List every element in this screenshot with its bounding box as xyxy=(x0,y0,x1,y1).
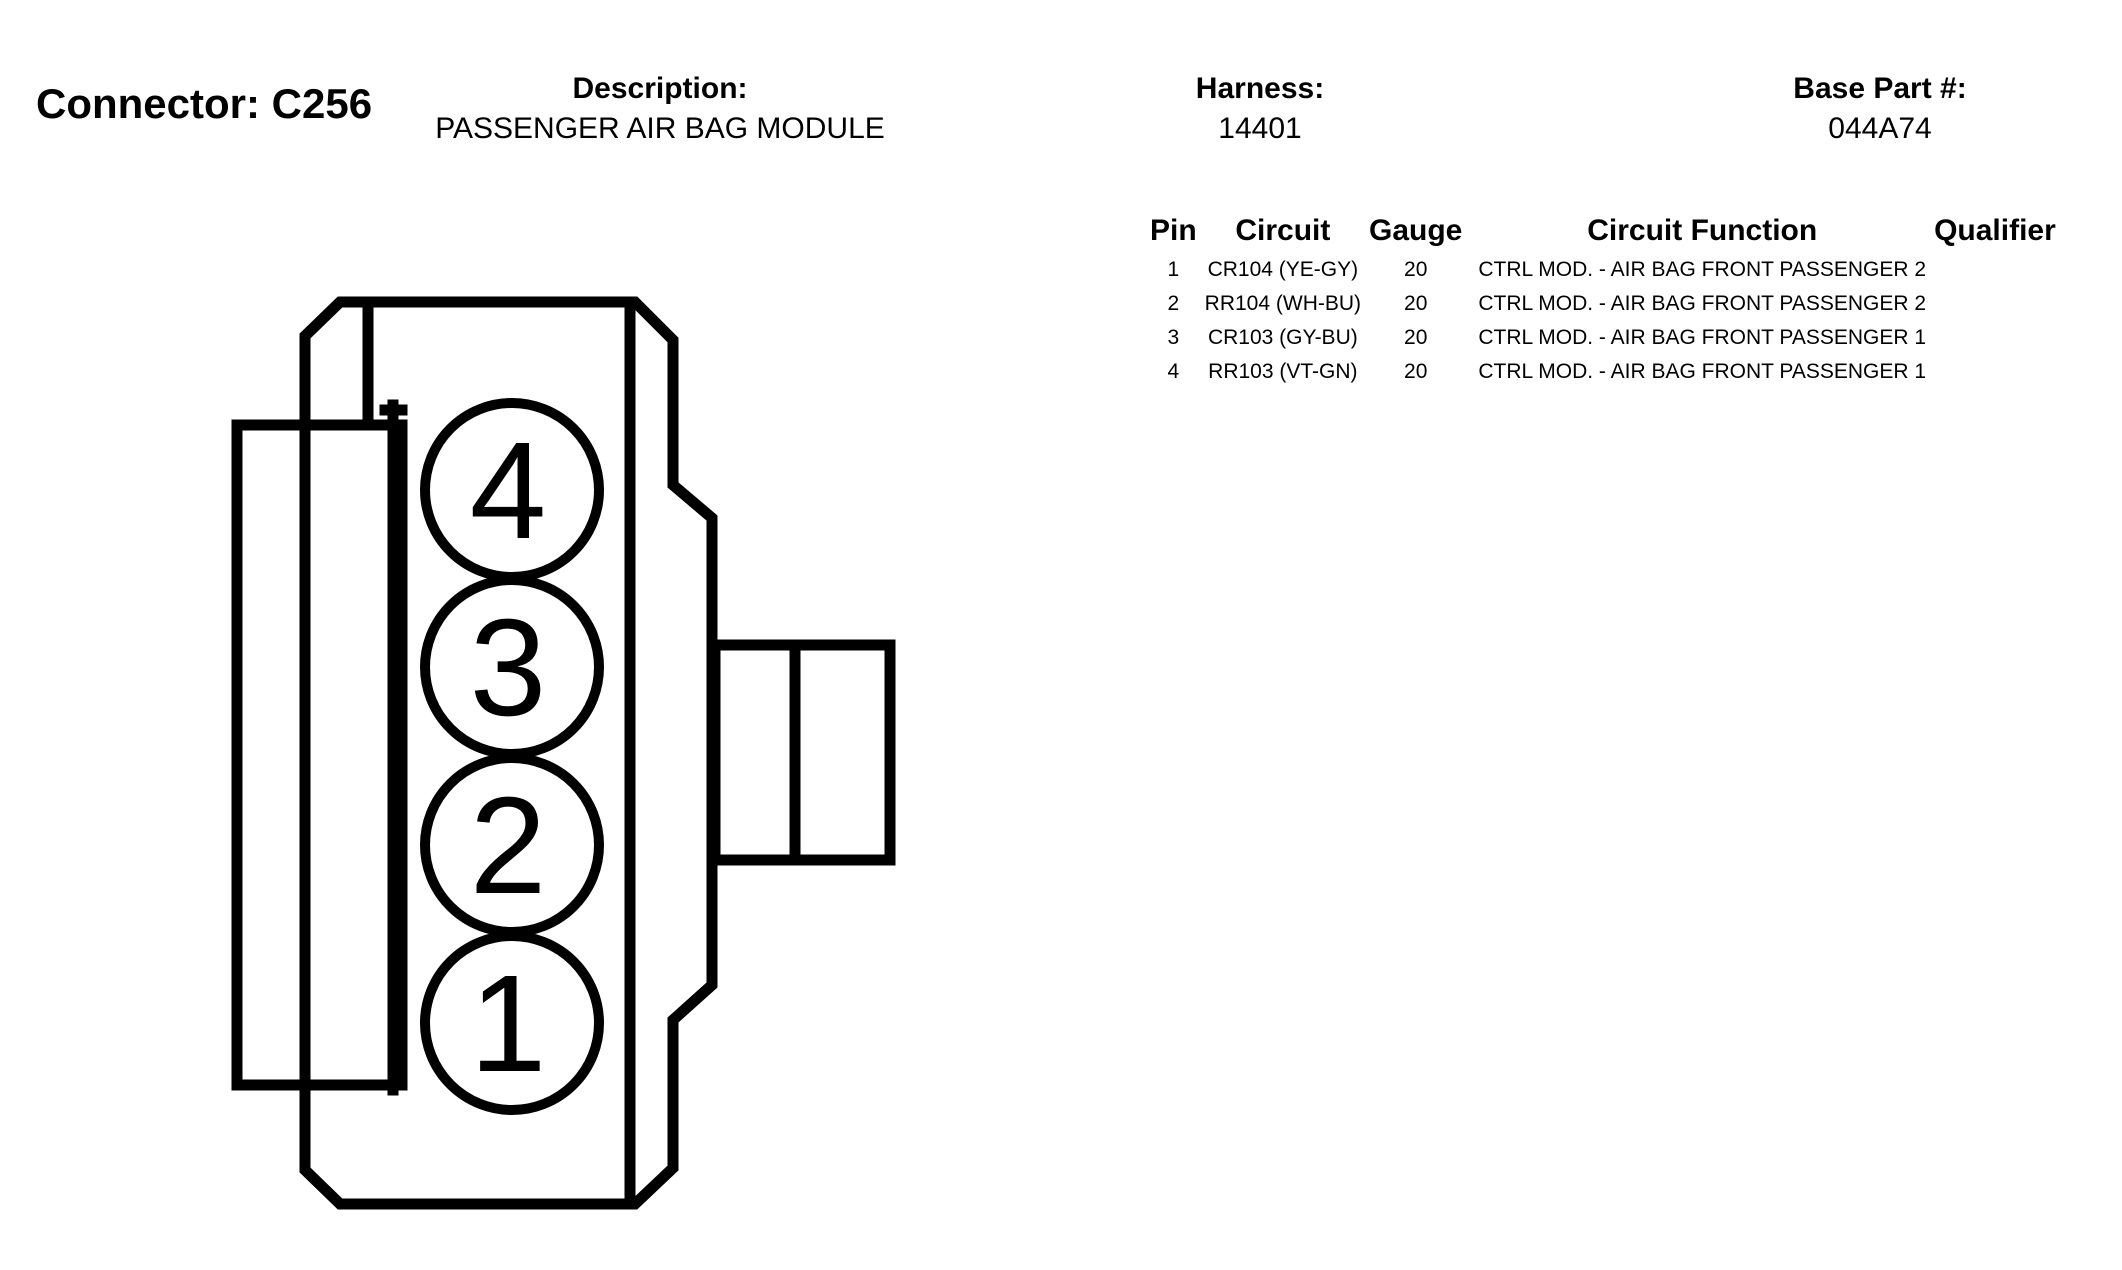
gauge-cell: 20 xyxy=(1404,292,1428,315)
table-row: 2 RR104 (WH-BU) 20 CTRL MOD. - AIR BAG F… xyxy=(1146,287,2060,321)
table-row: 3 CR103 (GY-BU) 20 CTRL MOD. - AIR BAG F… xyxy=(1146,321,2060,355)
description-label: Description: xyxy=(572,72,748,105)
connector-body-outline xyxy=(299,296,718,1210)
col-header-gauge: Gauge xyxy=(1369,214,1463,247)
pin-table: Pin Circuit Gauge Circuit Function Quali… xyxy=(1146,214,2060,389)
pin-cell: 3 xyxy=(1167,326,1180,349)
gauge-cell: 20 xyxy=(1404,360,1428,383)
pin-number-label: 2 xyxy=(470,769,547,923)
function-cell: CTRL MOD. - AIR BAG FRONT PASSENGER 1 xyxy=(1478,360,1927,383)
col-header-pin: Pin xyxy=(1150,214,1197,247)
pin-cell: 2 xyxy=(1167,292,1180,315)
base-part-block: Base Part #: 044A74 xyxy=(1740,74,2020,144)
pin-number-label: 3 xyxy=(470,591,547,745)
pin-cavity-1 xyxy=(420,931,604,1115)
harness-label: Harness: xyxy=(1195,72,1325,105)
col-header-qualifier: Qualifier xyxy=(1934,214,2056,247)
table-row: 4 RR103 (VT-GN) 20 CTRL MOD. - AIR BAG F… xyxy=(1146,355,2060,389)
function-cell: CTRL MOD. - AIR BAG FRONT PASSENGER 2 xyxy=(1478,258,1927,281)
pin-number-label: 1 xyxy=(470,947,547,1101)
right-key-outer xyxy=(709,639,896,866)
function-cell: CTRL MOD. - AIR BAG FRONT PASSENGER 1 xyxy=(1478,326,1927,349)
description-value: PASSENGER AIR BAG MODULE xyxy=(435,112,885,145)
pin-number-label: 4 xyxy=(470,414,547,568)
harness-value: 14401 xyxy=(1218,112,1302,145)
circuit-cell: CR103 (GY-BU) xyxy=(1207,326,1358,349)
left-lock-outer xyxy=(231,419,408,1091)
pin-cell: 1 xyxy=(1167,258,1180,281)
harness-block: Harness: 14401 xyxy=(1160,74,1360,144)
circuit-cell: RR104 (WH-BU) xyxy=(1204,292,1362,315)
pin-cell: 4 xyxy=(1167,360,1180,383)
col-header-circuit: Circuit xyxy=(1235,214,1331,247)
circuit-cell: RR103 (VT-GN) xyxy=(1208,360,1358,383)
table-row: 1 CR104 (YE-GY) 20 CTRL MOD. - AIR BAG F… xyxy=(1146,253,2060,287)
pin-table-header-row: Pin Circuit Gauge Circuit Function Quali… xyxy=(1146,214,2060,253)
description-block: Description: PASSENGER AIR BAG MODULE xyxy=(430,74,890,144)
gauge-cell: 20 xyxy=(1404,326,1428,349)
gauge-cell: 20 xyxy=(1404,258,1428,281)
connector-title: Connector: C256 xyxy=(36,80,373,127)
function-cell: CTRL MOD. - AIR BAG FRONT PASSENGER 2 xyxy=(1478,292,1927,315)
circuit-cell: CR104 (YE-GY) xyxy=(1207,258,1359,281)
base-part-label: Base Part #: xyxy=(1793,72,1967,105)
col-header-circuit-function: Circuit Function xyxy=(1587,214,1818,247)
base-part-value: 044A74 xyxy=(1828,112,1932,145)
